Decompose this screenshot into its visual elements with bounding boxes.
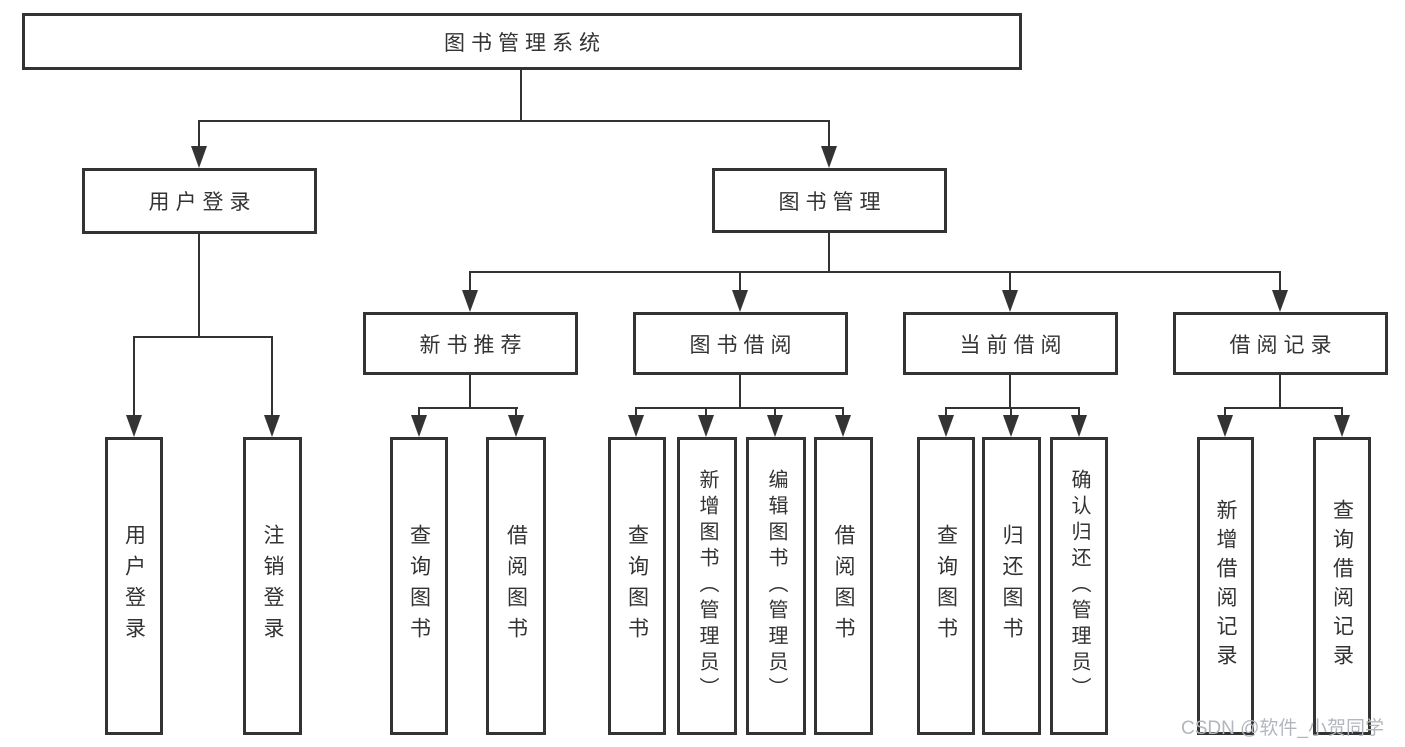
leaf-add-books-admin: 新增图书（管理员）: [677, 437, 737, 735]
node-label: 借阅记录: [1229, 333, 1338, 357]
node-label: 确认归还（管理员）: [1068, 469, 1090, 703]
arrow-down-icon: [767, 415, 783, 437]
arrow-down-icon: [698, 415, 714, 437]
arrow-down-icon: [628, 415, 644, 437]
connector-level3-stem: [469, 271, 471, 291]
connector-leaf-stem: [842, 407, 844, 417]
node-label: 图书管理: [778, 190, 887, 214]
node-label: 图书借阅: [689, 333, 798, 357]
connector-root-stem: [520, 70, 522, 122]
node-label: 图书管理系统: [444, 31, 606, 55]
leaf-user-login: 用户登录: [105, 437, 163, 735]
connector-leaf-stem: [133, 336, 135, 416]
node-label: 用户登录: [148, 191, 257, 214]
connector-group-branch: [635, 407, 844, 409]
node-label: 用户登录: [122, 524, 146, 648]
connector-level3-stem: [1279, 271, 1281, 291]
connector-group-stem: [469, 375, 471, 409]
node-label: 查询图书: [934, 524, 958, 648]
leaf-logout: 注销登录: [243, 437, 302, 735]
leaf-query-borrow-record: 查询借阅记录: [1313, 437, 1371, 735]
arrow-down-icon: [1002, 290, 1018, 312]
leaf-borrow-books-recommend: 借阅图书: [486, 437, 546, 735]
node-book-borrowing: 图书借阅: [633, 312, 848, 375]
arrow-down-icon: [264, 415, 280, 437]
connector-user-login-down: [198, 234, 200, 338]
leaf-add-borrow-record: 新增借阅记录: [1197, 437, 1254, 735]
node-root-library-management-system: 图书管理系统: [22, 13, 1022, 70]
connector-leaf-stem: [418, 407, 420, 417]
node-label: 注销登录: [261, 524, 284, 648]
connector-group-stem: [1009, 375, 1011, 409]
node-label: 查询图书: [625, 524, 649, 648]
csdn-watermark: CSDN @软件_小贺同学: [1181, 718, 1384, 739]
leaf-query-books-current: 查询图书: [917, 437, 975, 735]
connector-level3-stem: [1009, 271, 1011, 291]
connector-book-mgmt-down: [828, 233, 830, 273]
leaf-confirm-return-admin: 确认归还（管理员）: [1050, 437, 1108, 735]
connector-root-branch: [198, 120, 830, 122]
leaf-return-books: 归还图书: [982, 437, 1041, 735]
node-label: 编辑图书（管理员）: [765, 469, 787, 703]
connector-leaf-stem: [1224, 407, 1226, 417]
arrow-down-icon: [1071, 415, 1087, 437]
leaf-edit-books-admin: 编辑图书（管理员）: [746, 437, 806, 735]
node-current-borrowing: 当前借阅: [903, 312, 1118, 375]
arrow-down-icon: [821, 146, 837, 168]
connector-book-mgmt-stem: [828, 120, 830, 147]
node-label: 查询借阅记录: [1330, 499, 1354, 673]
connector-group-stem: [739, 375, 741, 409]
arrow-down-icon: [411, 415, 427, 437]
connector-leaf-stem: [1078, 407, 1080, 417]
connector-user-login-stem: [198, 120, 200, 147]
leaf-query-books-recommend: 查询图书: [390, 437, 448, 735]
node-label: 归还图书: [1000, 524, 1023, 648]
connector-leaf-stem: [271, 336, 273, 416]
connector-level3-stem: [739, 271, 741, 291]
node-label: 借阅图书: [832, 524, 855, 648]
arrow-down-icon: [732, 290, 748, 312]
connector-group-branch: [418, 407, 518, 409]
arrow-down-icon: [1334, 415, 1350, 437]
leaf-query-books-borrowing: 查询图书: [608, 437, 666, 735]
node-label: 查询图书: [407, 524, 431, 648]
arrow-down-icon: [1217, 415, 1233, 437]
node-label: 新书推荐: [419, 333, 528, 357]
arrow-down-icon: [126, 415, 142, 437]
node-borrowing-records: 借阅记录: [1173, 312, 1388, 375]
arrow-down-icon: [1272, 290, 1288, 312]
arrow-down-icon: [835, 415, 851, 437]
connector-leaf-stem: [774, 407, 776, 417]
node-user-login: 用户登录: [82, 168, 317, 234]
leaf-borrow-books: 借阅图书: [814, 437, 873, 735]
connector-leaf-stem: [1341, 407, 1343, 417]
connector-user-login-branch: [133, 336, 273, 338]
connector-leaf-stem: [945, 407, 947, 417]
connector-group-branch: [1224, 407, 1342, 409]
arrow-down-icon: [462, 290, 478, 312]
node-label: 借阅图书: [504, 524, 528, 648]
connector-leaf-stem: [515, 407, 517, 417]
node-book-management: 图书管理: [712, 168, 947, 233]
arrow-down-icon: [938, 415, 954, 437]
node-label: 新增借阅记录: [1214, 499, 1237, 673]
connector-group-stem: [1279, 375, 1281, 409]
connector-leaf-stem: [1010, 407, 1012, 417]
connector-group-branch: [945, 407, 1080, 409]
node-new-book-recommendation: 新书推荐: [363, 312, 578, 375]
arrow-down-icon: [1003, 415, 1019, 437]
connector-leaf-stem: [705, 407, 707, 417]
node-label: 新增图书（管理员）: [696, 469, 718, 703]
connector-book-mgmt-branch: [469, 271, 1281, 273]
arrow-down-icon: [191, 146, 207, 168]
arrow-down-icon: [508, 415, 524, 437]
connector-leaf-stem: [635, 407, 637, 417]
node-label: 当前借阅: [959, 333, 1068, 357]
